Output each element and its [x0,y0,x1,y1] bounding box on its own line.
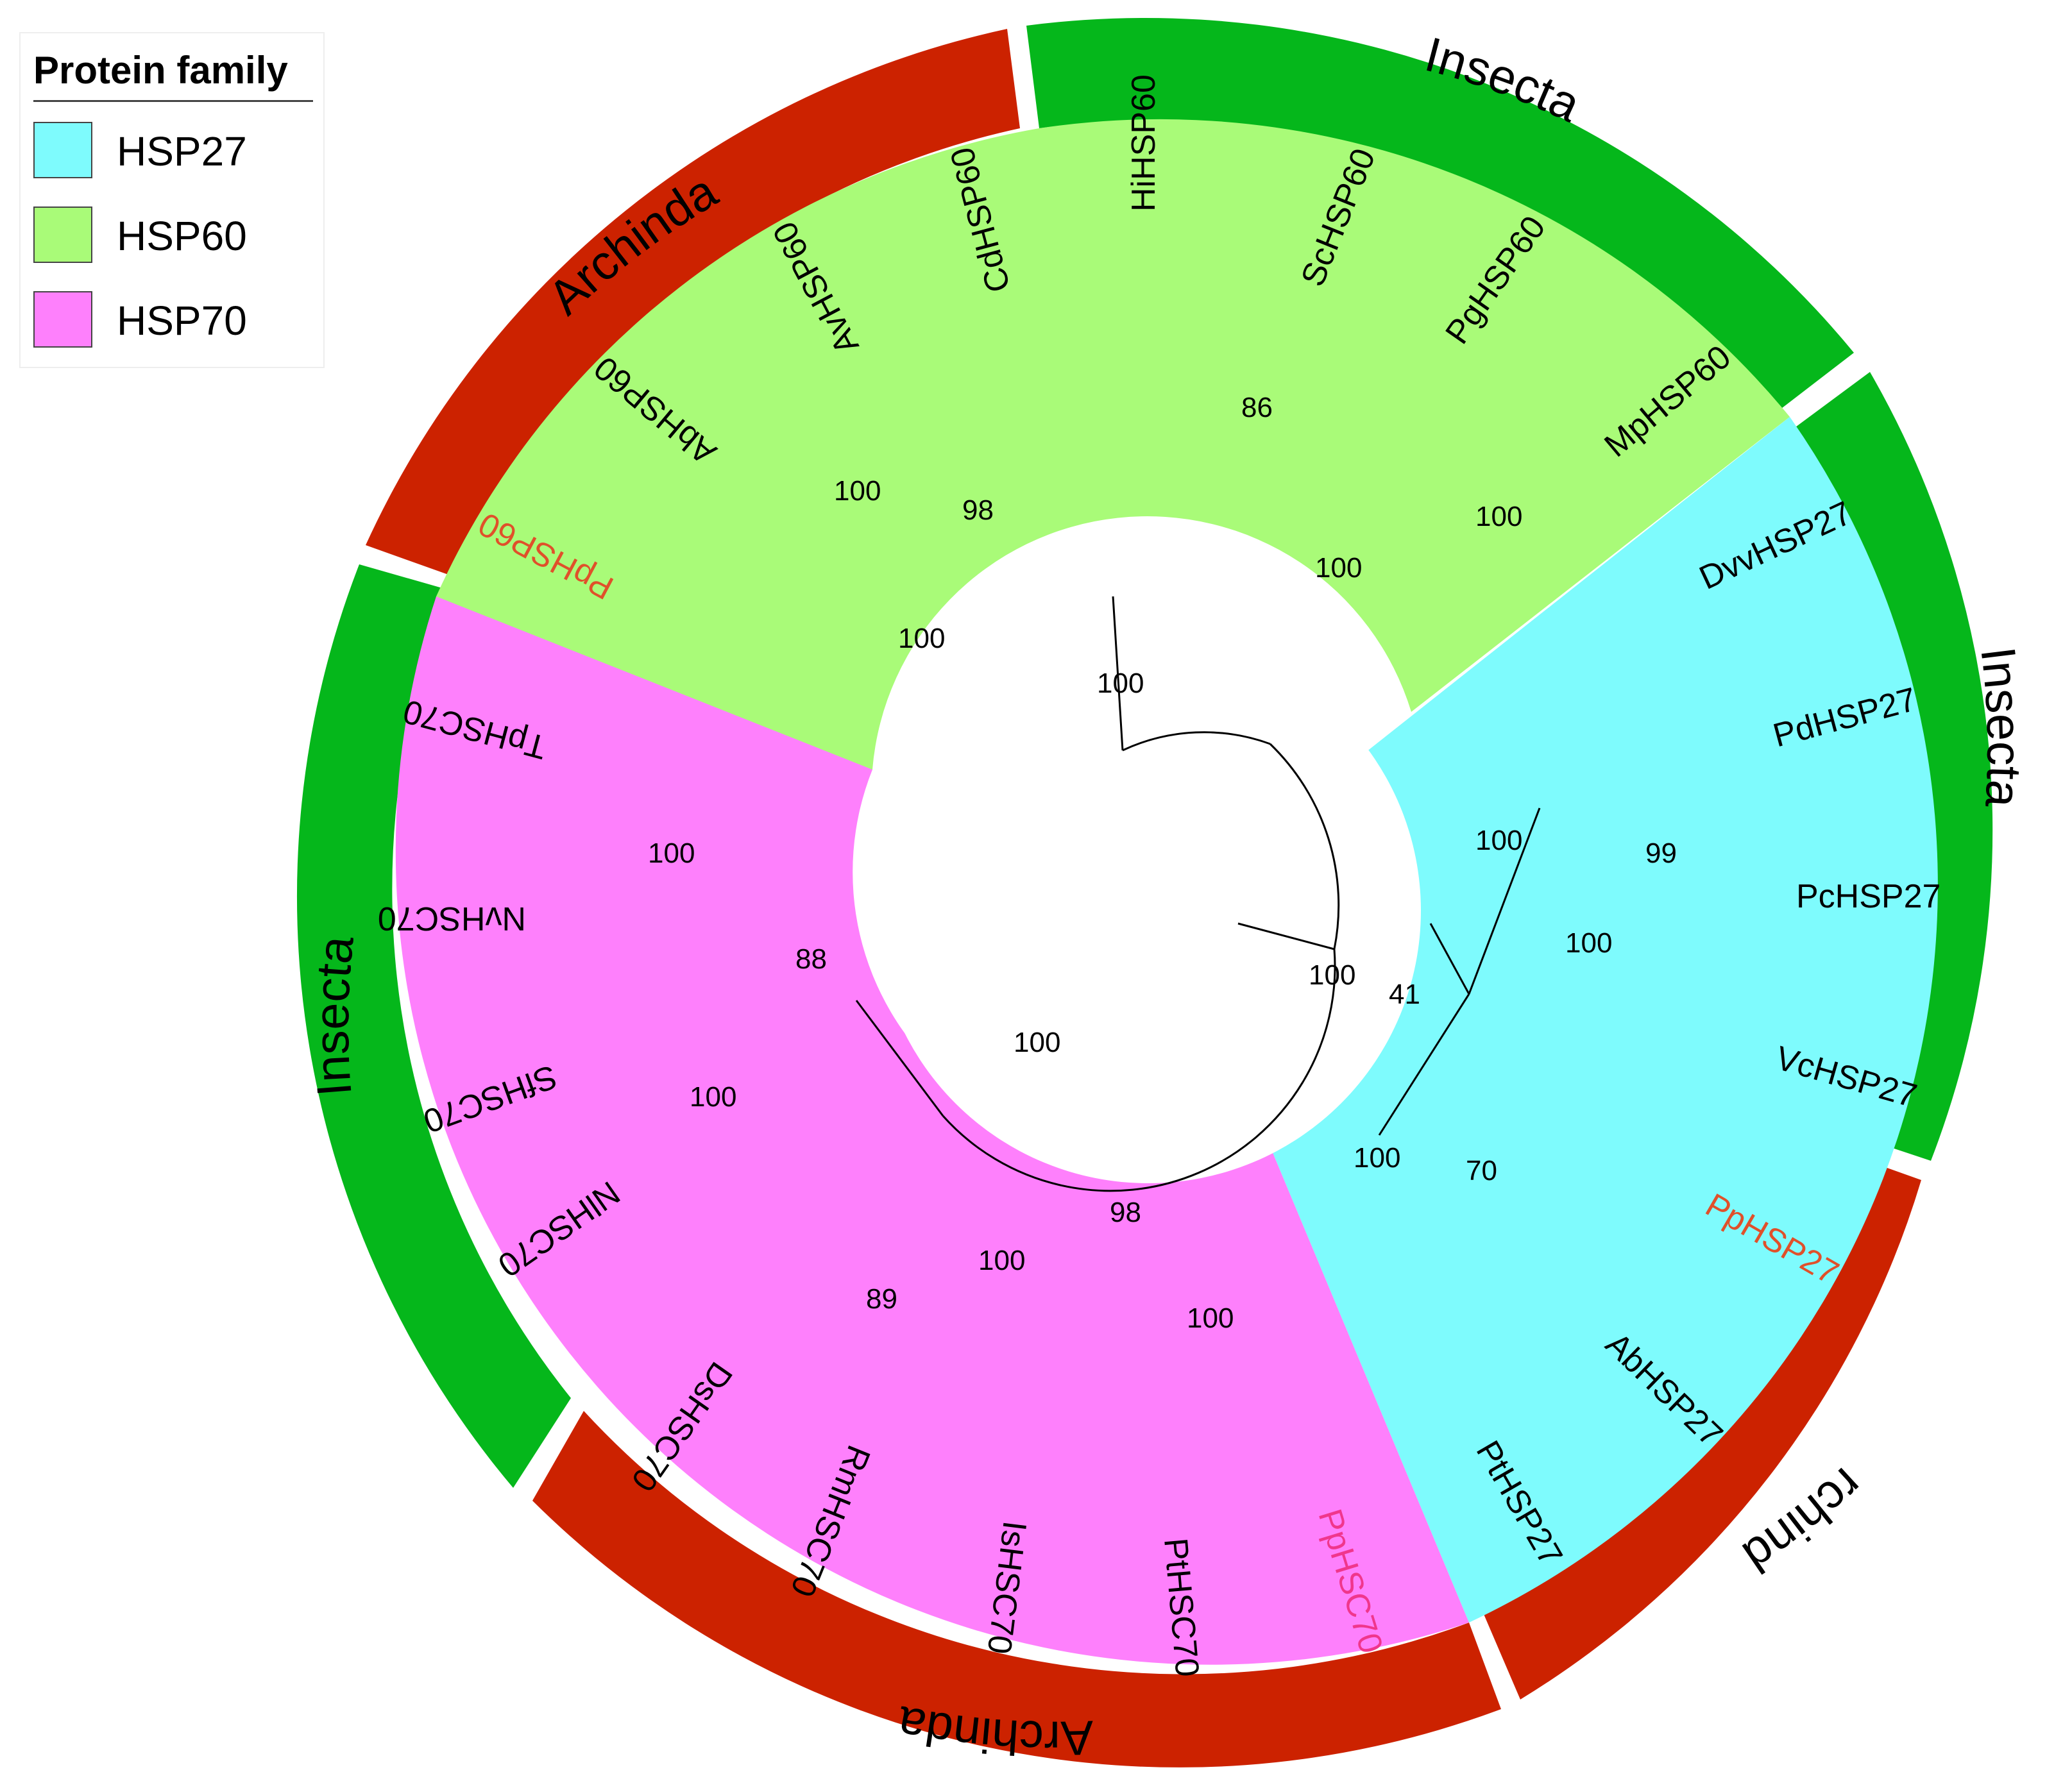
legend-item-hsp60: HSP60 [33,207,316,266]
tree-branches [855,596,1541,1192]
bootstrap-value: 99 [1645,838,1677,869]
sector-hsc70 [395,596,1470,1665]
bootstrap-value: 100 [1354,1142,1400,1174]
bootstrap-value: 86 [1241,392,1273,423]
sector-hsp27 [1257,417,1938,1623]
bootstrap-value: 100 [648,838,695,869]
bootstrap-value: 98 [962,494,994,526]
leaf-label: HiHSP60 [1125,74,1162,212]
family-sectors [395,119,1938,1665]
sector-hsp60 [436,119,1790,770]
bootstrap-value: 100 [1475,825,1522,856]
bootstrap-value: 100 [1014,1027,1060,1058]
bootstrap-values: 86 100 100 100 98 100 100 100 99 100 70 … [648,392,1677,1334]
leaf-label: PcHSP27 [1796,878,1940,915]
ring-segment-insecta [1026,17,1854,417]
ring-label: Insecta [1970,644,2031,809]
bootstrap-value: 100 [1097,668,1144,699]
bootstrap-value: 100 [978,1245,1025,1276]
bootstrap-value: 100 [898,623,945,654]
bootstrap-value: 98 [1110,1197,1141,1228]
legend-swatch [33,207,92,263]
bootstrap-value: 100 [1565,927,1612,959]
ring-label: Insecta [305,933,364,1098]
bootstrap-value: 70 [1466,1155,1497,1186]
legend-item-hsp70: HSP70 [33,291,316,350]
legend-item-hsp27: HSP27 [33,122,316,181]
bootstrap-value: 100 [1309,959,1355,991]
bootstrap-value: 88 [795,943,827,975]
ring-segment-insecta [296,564,571,1488]
legend-swatch [33,291,92,348]
legend: Protein family HSP27 HSP60 HSP70 [19,32,325,368]
bootstrap-value: 100 [1187,1303,1234,1334]
bootstrap-value: 100 [834,475,881,507]
ring-segment-arachnida [532,1411,1501,1767]
bootstrap-value: 100 [1475,501,1522,532]
leaf-label: NvHSC70 [378,900,526,937]
legend-label: HSP60 [117,213,247,259]
legend-swatch [33,122,92,178]
bootstrap-value: 41 [1389,979,1420,1010]
bootstrap-value: 100 [1315,552,1362,584]
legend-label: HSP27 [117,128,247,174]
legend-label: HSP70 [117,298,247,344]
legend-title: Protein family [33,41,313,102]
bootstrap-value: 89 [866,1283,897,1315]
center-hole [876,638,1421,1183]
bootstrap-value: 100 [690,1081,736,1113]
